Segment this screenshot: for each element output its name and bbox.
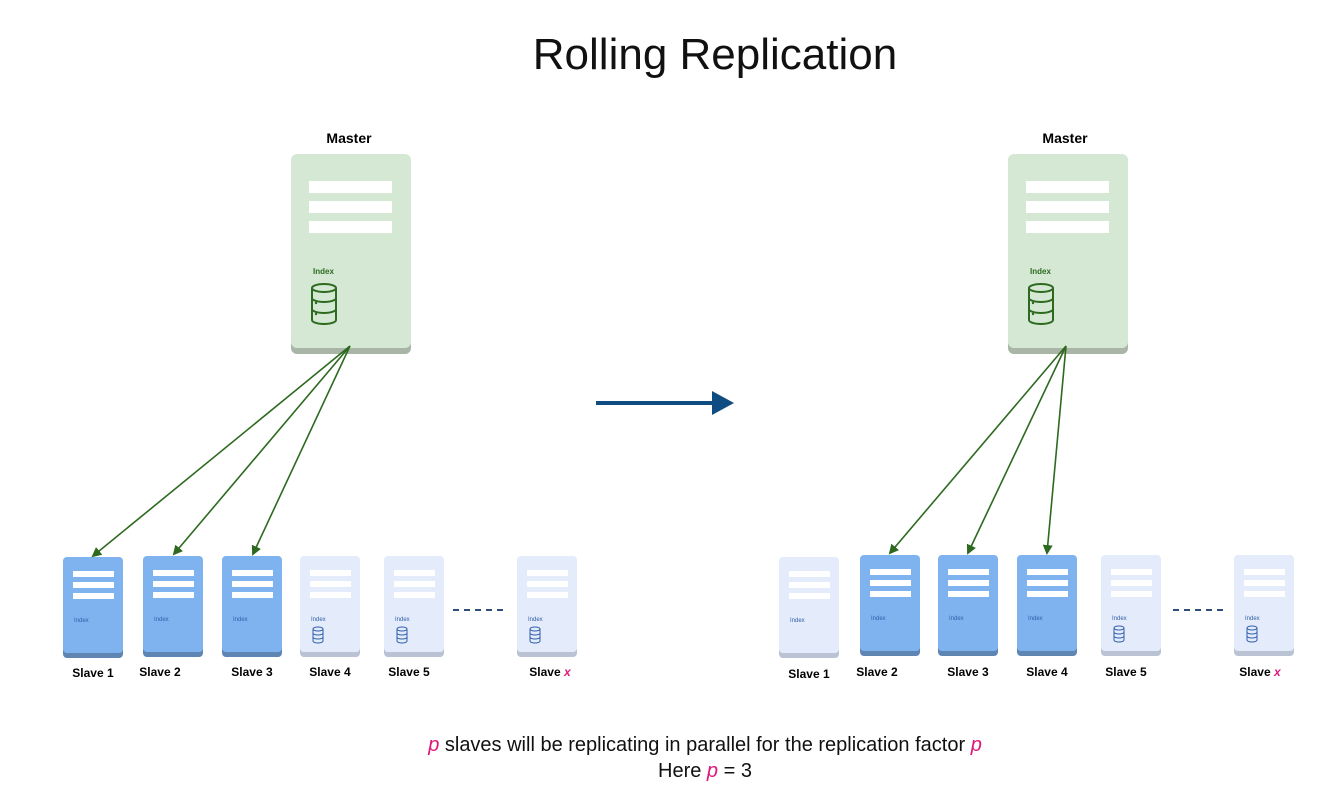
- slave-server-right-3: Index: [938, 555, 998, 651]
- slave-label-right-4: Slave 4: [1026, 665, 1068, 679]
- replication-arrow: [1042, 345, 1067, 555]
- slave-server-right-1: Index: [779, 557, 839, 653]
- master-index-label: Index: [313, 267, 334, 276]
- master-server-right: Index: [1008, 154, 1128, 348]
- slave-index-label: Index: [311, 617, 326, 623]
- master-bar: [1026, 221, 1109, 233]
- slave-label-left-x: Slave x: [529, 665, 571, 679]
- replication-arrow: [91, 345, 351, 558]
- master-label-left: Master: [326, 130, 372, 146]
- database-icon: [529, 626, 541, 644]
- slave-server-left-4: Index: [300, 556, 360, 652]
- master-index-label: Index: [1030, 267, 1051, 276]
- caption-line-2: Here p = 3: [658, 760, 752, 782]
- slave-label-left-1: Slave 1: [72, 666, 114, 680]
- slave-server-left-5: Index: [384, 556, 444, 652]
- replication-arrow: [172, 345, 351, 556]
- database-icon: [1028, 283, 1054, 325]
- slave-label-right-2: Slave 2: [856, 665, 898, 679]
- slave-index-label: Index: [1028, 616, 1043, 622]
- master-bar: [1026, 181, 1109, 193]
- slave-label-right-3: Slave 3: [947, 665, 989, 679]
- slave-label-left-2: Slave 2: [139, 665, 181, 679]
- master-bar: [1026, 201, 1109, 213]
- caption-line-1: p slaves will be replicating in parallel…: [428, 734, 982, 756]
- slave-server-right-2: Index: [860, 555, 920, 651]
- slave-label-left-5: Slave 5: [388, 665, 430, 679]
- replication-arrow: [251, 345, 351, 556]
- slave-label-right-x: Slave x: [1239, 665, 1281, 679]
- database-icon: [311, 283, 337, 325]
- slave-label-left-4: Slave 4: [309, 665, 351, 679]
- slave-server-right-x: Index: [1234, 555, 1294, 651]
- slave-label-right-1: Slave 1: [788, 667, 830, 681]
- slave-index-label: Index: [1112, 616, 1127, 622]
- master-bar: [309, 221, 392, 233]
- master-bar: [309, 201, 392, 213]
- slave-server-right-5: Index: [1101, 555, 1161, 651]
- slave-index-label: Index: [74, 618, 89, 624]
- slave-server-right-4: Index: [1017, 555, 1077, 651]
- slave-index-label: Index: [949, 616, 964, 622]
- replication-arrow: [966, 345, 1067, 555]
- slave-server-left-3: Index: [222, 556, 282, 652]
- slave-label-right-5: Slave 5: [1105, 665, 1147, 679]
- slave-index-label: Index: [528, 617, 543, 623]
- diagram-title: Rolling Replication: [532, 30, 898, 79]
- database-icon: [396, 626, 408, 644]
- slave-index-label: Index: [395, 617, 410, 623]
- slave-server-left-x: Index: [517, 556, 577, 652]
- slave-index-label: Index: [790, 618, 805, 624]
- master-label-right: Master: [1042, 130, 1088, 146]
- database-icon: [1246, 625, 1258, 643]
- master-server-left: Index: [291, 154, 411, 348]
- slave-index-label: Index: [154, 617, 169, 623]
- slave-server-left-1: Index: [63, 557, 123, 653]
- database-icon: [1113, 625, 1125, 643]
- slave-label-left-3: Slave 3: [231, 665, 273, 679]
- slave-server-left-2: Index: [143, 556, 203, 652]
- slave-index-label: Index: [1245, 616, 1260, 622]
- slave-index-label: Index: [233, 617, 248, 623]
- master-bar: [309, 181, 392, 193]
- database-icon: [312, 626, 324, 644]
- replication-arrow: [888, 345, 1067, 555]
- slave-index-label: Index: [871, 616, 886, 622]
